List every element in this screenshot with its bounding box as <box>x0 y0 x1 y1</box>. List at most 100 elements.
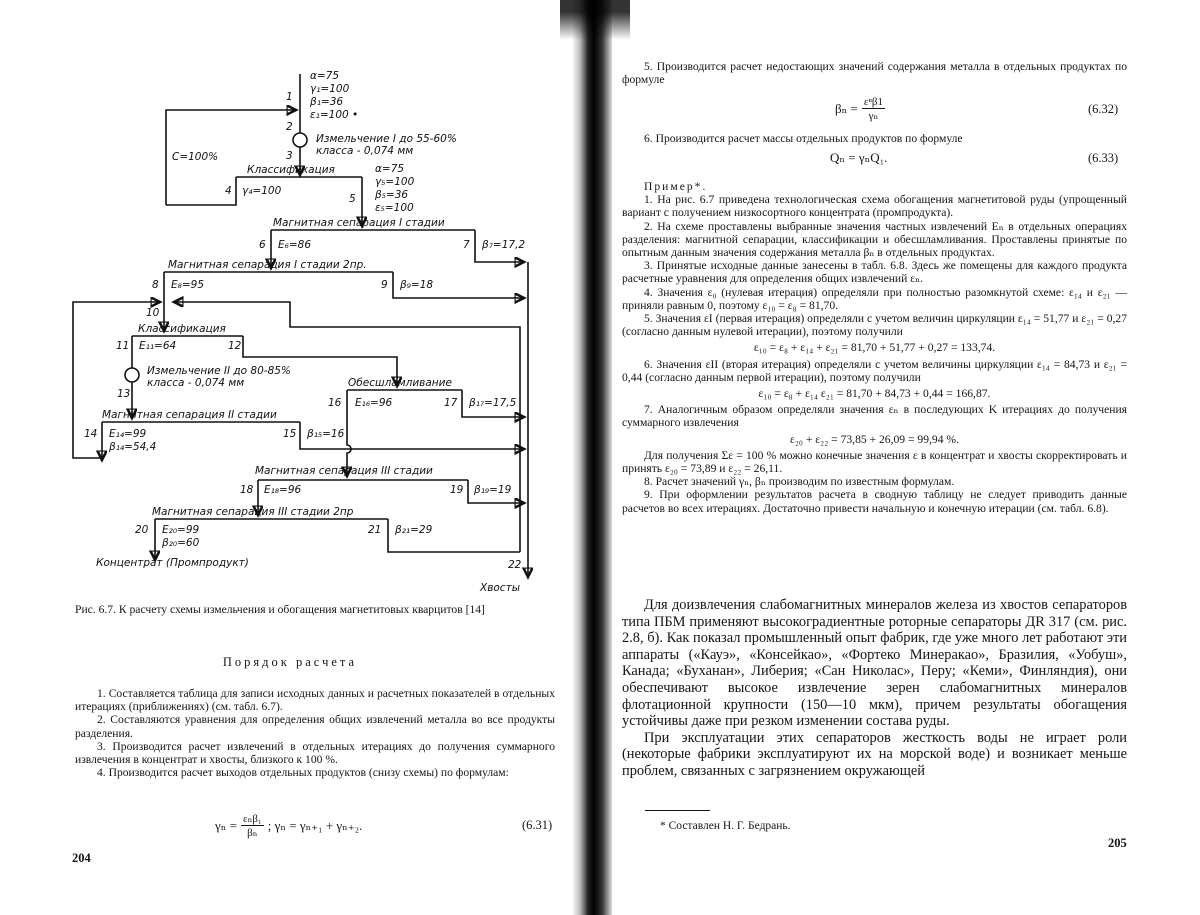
node-19: 19 <box>450 484 464 496</box>
p5-alpha: α=75 <box>375 163 404 175</box>
step-4: 4. Производится расчет выходов отдельных… <box>75 766 555 779</box>
feed-alpha: α=75 <box>310 70 339 82</box>
p5-beta: β₅=36 <box>374 189 408 201</box>
numerator: εⁿβ1 <box>862 96 885 109</box>
grinding2-line1: Измельчение II до 80-85% <box>147 365 291 377</box>
node-12: 12 <box>228 340 242 352</box>
node-13: 13 <box>117 388 130 400</box>
footnote-divider <box>645 810 710 811</box>
node-21: 21 <box>368 524 381 536</box>
footnote: * Составлен Н. Г. Бедрань. <box>660 820 791 832</box>
node-11: 11 <box>116 340 129 352</box>
p5-eps: ε₅=100 <box>375 202 414 214</box>
p5-gamma: γ₅=100 <box>375 176 415 188</box>
formula-fraction: εₙβ₁βₙ <box>241 812 264 839</box>
magsep1b-label: Магнитная сепарация I стадии 2пр. <box>168 259 367 271</box>
node-4: 4 <box>225 185 232 197</box>
step-3: 3. Производится расчет извлечений в отде… <box>75 740 555 766</box>
node-1: 1 <box>286 91 293 103</box>
grinding1-line2: класса - 0,074 мм <box>316 145 413 157</box>
node-8: 8 <box>152 279 159 291</box>
node-20: 20 <box>135 524 149 536</box>
flowsheet-diagram: α=75 γ₁=100 β₁=36 ε₁=100 • 1 2 3 C=100% … <box>0 0 580 600</box>
magsep3-label: Магнитная сепарация III стадии <box>255 465 433 477</box>
magsep1-label: Магнитная сепарация I стадии <box>273 217 445 229</box>
step-6-text: 6. Производится расчет массы отдельных п… <box>622 132 1127 145</box>
example-3: 3. Принятые исходные данные занесены в т… <box>622 259 1127 285</box>
example-9: 9. При оформлении результатов расчета в … <box>622 488 1127 514</box>
desliming-label: Обесшламливание <box>348 377 452 389</box>
b15: β₁₅=16 <box>306 428 345 440</box>
main-text: Для доизвлечения слабомагнитных минерало… <box>622 597 1127 780</box>
step-2: 2. Составляются уравнения для определени… <box>75 713 555 739</box>
node-15: 15 <box>283 428 297 440</box>
grinding-mill-1-icon <box>293 133 307 147</box>
step-6: 6. Производится расчет массы отдельных п… <box>622 132 1127 145</box>
b14: β₁₄=54,4 <box>108 441 156 453</box>
formula-rhs: ; γₙ = γₙ₊₁ + γₙ₊₂. <box>268 818 363 834</box>
magsep3b-label: Магнитная сепарация III стадии 2пр <box>152 506 354 518</box>
example-6: 6. Значения εII (вторая итерация) опреде… <box>622 358 1127 384</box>
step-1: 1. Составляется таблица для записи исход… <box>75 687 555 713</box>
classification2-label: Классификация <box>138 323 226 335</box>
grinding1-line1: Измельчение I до 55-60% <box>316 133 457 145</box>
e16: E₁₆=96 <box>355 397 393 409</box>
denominator: βₙ <box>247 826 257 839</box>
formula-lhs: βₙ = <box>835 101 858 117</box>
node-16: 16 <box>328 397 342 409</box>
equation-3: ε₂₀ + ε₂₂ = 73,85 + 26,09 = 99,94 %. <box>622 433 1127 446</box>
node-7: 7 <box>463 239 470 251</box>
equation-number: (6.33) <box>1088 151 1118 166</box>
concentrate-label: Концентрат (Промпродукт) <box>96 557 249 569</box>
example-4: 4. Значения ε₀ (нулевая итерация) опреде… <box>622 286 1127 312</box>
tails-label: Хвосты <box>479 582 520 594</box>
formula-lhs: γₙ = <box>215 818 237 834</box>
section-heading: Порядок расчета <box>0 655 580 670</box>
b19: β₁₉=19 <box>473 484 512 496</box>
node-9: 9 <box>381 279 388 291</box>
classification1-label: Классификация <box>247 164 335 176</box>
step-5-text: 5. Производится расчет недостающих значе… <box>622 60 1127 86</box>
correction: Для получения Σε = 100 % можно конечные … <box>622 449 1127 475</box>
b17: β₁₇=17,5 <box>468 397 517 409</box>
grinding2-line2: класса - 0,074 мм <box>147 377 244 389</box>
feed-eps: ε₁=100 • <box>310 109 358 121</box>
feed-gamma: γ₁=100 <box>310 83 350 95</box>
e14: E₁₄=99 <box>109 428 147 440</box>
calculation-steps: 1. Составляется таблица для записи исход… <box>75 687 555 779</box>
equation-number: (6.32) <box>1088 102 1118 117</box>
paragraph-1: Для доизвлечения слабомагнитных минерало… <box>622 597 1127 730</box>
e18: E₁₈=96 <box>264 484 302 496</box>
node-22: 22 <box>508 559 522 571</box>
page-number-left: 204 <box>72 851 91 866</box>
node-6: 6 <box>259 239 266 251</box>
example-1: 1. На рис. 6.7 приведена технологическая… <box>622 193 1127 219</box>
denominator: γₙ <box>869 109 879 122</box>
e6: E₆=86 <box>278 239 311 251</box>
node-10: 10 <box>146 307 160 319</box>
e20: E₂₀=99 <box>162 524 200 536</box>
b7: β₇=17,2 <box>481 239 525 251</box>
example-7: 7. Аналогичным образом определяли значен… <box>622 403 1127 429</box>
example-8: 8. Расчет значений γₙ, βₙ производим по … <box>622 475 1127 488</box>
figure-caption: Рис. 6.7. К расчету схемы измельчения и … <box>75 603 555 616</box>
numerator: εₙβ₁ <box>241 812 264 826</box>
e11: E₁₁=64 <box>139 340 176 352</box>
equation-2: ε₁₀ = ε₈ + ε₁₄ ε₂₁ = 81,70 + 84,73 + 0,4… <box>622 387 1127 400</box>
formula-6-33: Qₙ = γₙQ₁. <box>830 150 887 166</box>
gamma4: γ₄=100 <box>242 185 282 197</box>
feed-beta: β₁=36 <box>309 96 343 108</box>
example-title: Пример*. <box>622 180 1127 193</box>
node-17: 17 <box>444 397 458 409</box>
example-2: 2. На схеме проставлены выбранные значен… <box>622 220 1127 260</box>
node-14: 14 <box>84 428 97 440</box>
circulating-load: C=100% <box>172 151 218 163</box>
node-3: 3 <box>286 150 293 162</box>
node-2: 2 <box>286 121 293 133</box>
paragraph-2: При эксплуатации этих сепараторов жестко… <box>622 730 1127 780</box>
example-section: Пример*. 1. На рис. 6.7 приведена технол… <box>622 180 1127 515</box>
page-number-right: 205 <box>1108 836 1127 851</box>
equation-number: (6.31) <box>522 818 552 833</box>
formula-fraction: εⁿβ1γₙ <box>862 96 885 122</box>
node-18: 18 <box>240 484 254 496</box>
